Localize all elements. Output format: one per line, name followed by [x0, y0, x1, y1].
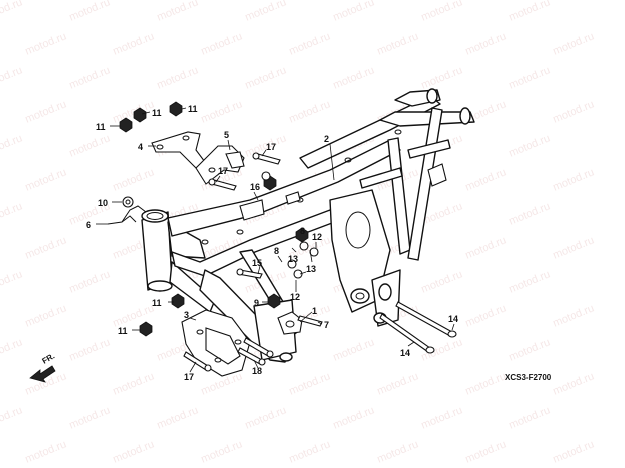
rubber-mount-part: [277, 311, 303, 335]
leader-lines: [96, 107, 455, 373]
callout-2: 2: [324, 134, 329, 144]
frame-body: [141, 88, 475, 363]
callout-11: 11: [188, 104, 198, 114]
callout-11: 11: [118, 326, 128, 336]
front-direction-indicator: FR.: [29, 351, 57, 383]
callout-12: 12: [290, 292, 300, 302]
callout-17: 17: [266, 142, 276, 152]
direction-label: FR.: [41, 351, 57, 365]
callout-12: 12: [312, 232, 322, 242]
nuts-and-washers: [119, 101, 319, 337]
front-arrow-icon: [29, 365, 56, 383]
callout-11: 11: [96, 122, 106, 132]
engine-mount-plate-part: [181, 309, 251, 377]
callout-11: 11: [152, 108, 162, 118]
callout-4: 4: [138, 142, 143, 152]
callout-3: 3: [184, 310, 189, 320]
callout-5: 5: [224, 130, 229, 140]
spring-clip-part: [107, 205, 147, 225]
callout-13: 13: [288, 254, 298, 264]
callout-9: 9: [254, 298, 259, 308]
callout-14: 14: [400, 348, 410, 358]
callout-18: 18: [252, 366, 262, 376]
callout-1: 1: [312, 306, 317, 316]
callout-14: 14: [448, 314, 458, 324]
callout-17: 17: [218, 166, 228, 176]
callout-11: 11: [152, 298, 162, 308]
callout-13: 13: [306, 264, 316, 274]
callout-labels: 11 11 11 4 5 17 2 17 16 10 6 8 15 13 8 1…: [86, 104, 458, 382]
figure-code: XCS3-F2700: [505, 373, 552, 382]
callout-8: 8: [274, 246, 279, 256]
mount-bracket-part: [195, 145, 245, 185]
callout-16: 16: [250, 182, 260, 192]
callout-10: 10: [98, 198, 108, 208]
callout-17: 17: [184, 372, 194, 382]
callout-15: 15: [252, 258, 262, 268]
callout-7: 7: [324, 320, 329, 330]
callout-8: 8: [300, 226, 305, 236]
long-bolts: [379, 301, 457, 354]
callout-6: 6: [86, 220, 91, 230]
